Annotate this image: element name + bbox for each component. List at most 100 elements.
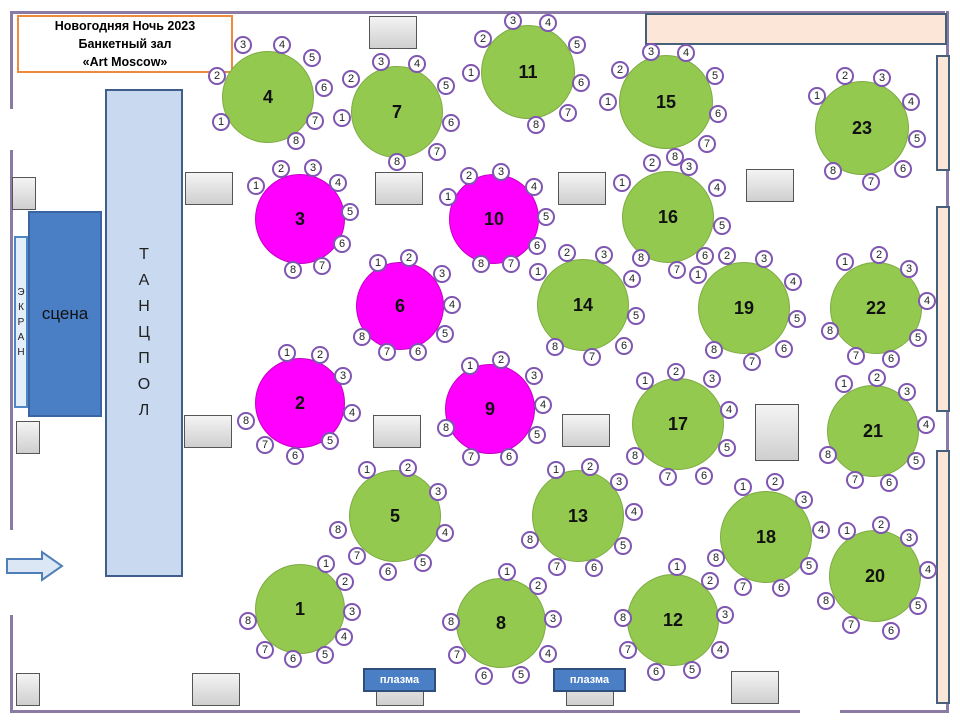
seat-3-8[interactable]: 8 bbox=[284, 261, 302, 279]
seat-14-1[interactable]: 1 bbox=[529, 263, 547, 281]
seat-9-7[interactable]: 7 bbox=[462, 448, 480, 466]
seat-16-5[interactable]: 5 bbox=[713, 217, 731, 235]
seat-18-8[interactable]: 8 bbox=[707, 549, 725, 567]
seat-19-7[interactable]: 7 bbox=[743, 353, 761, 371]
seat-11-2[interactable]: 2 bbox=[474, 30, 492, 48]
seat-17-7[interactable]: 7 bbox=[659, 468, 677, 486]
seat-2-7[interactable]: 7 bbox=[256, 436, 274, 454]
seat-2-2[interactable]: 2 bbox=[311, 346, 329, 364]
seat-16-8[interactable]: 8 bbox=[632, 249, 650, 267]
seat-18-6[interactable]: 6 bbox=[772, 579, 790, 597]
seat-22-6[interactable]: 6 bbox=[882, 350, 900, 368]
seat-17-6[interactable]: 6 bbox=[695, 467, 713, 485]
seat-4-2[interactable]: 2 bbox=[208, 67, 226, 85]
seat-15-3[interactable]: 3 bbox=[642, 43, 660, 61]
seat-14-8[interactable]: 8 bbox=[546, 338, 564, 356]
seat-19-6[interactable]: 6 bbox=[775, 340, 793, 358]
seat-21-4[interactable]: 4 bbox=[917, 416, 935, 434]
seat-12-7[interactable]: 7 bbox=[619, 641, 637, 659]
seat-11-5[interactable]: 5 bbox=[568, 36, 586, 54]
seat-13-4[interactable]: 4 bbox=[625, 503, 643, 521]
seat-4-8[interactable]: 8 bbox=[287, 132, 305, 150]
seat-20-3[interactable]: 3 bbox=[900, 529, 918, 547]
seat-18-7[interactable]: 7 bbox=[734, 578, 752, 596]
seat-13-2[interactable]: 2 bbox=[581, 458, 599, 476]
seat-8-3[interactable]: 3 bbox=[544, 610, 562, 628]
seat-16-3[interactable]: 3 bbox=[680, 158, 698, 176]
seat-21-7[interactable]: 7 bbox=[846, 471, 864, 489]
seat-6-2[interactable]: 2 bbox=[400, 249, 418, 267]
seat-10-7[interactable]: 7 bbox=[502, 255, 520, 273]
seat-9-8[interactable]: 8 bbox=[437, 419, 455, 437]
seat-20-7[interactable]: 7 bbox=[842, 616, 860, 634]
seat-12-6[interactable]: 6 bbox=[647, 663, 665, 681]
seat-12-2[interactable]: 2 bbox=[701, 572, 719, 590]
seat-19-3[interactable]: 3 bbox=[755, 250, 773, 268]
seat-15-7[interactable]: 7 bbox=[698, 135, 716, 153]
seat-1-3[interactable]: 3 bbox=[343, 603, 361, 621]
seat-2-6[interactable]: 6 bbox=[286, 447, 304, 465]
seat-5-4[interactable]: 4 bbox=[436, 524, 454, 542]
seat-6-1[interactable]: 1 bbox=[369, 254, 387, 272]
seat-4-7[interactable]: 7 bbox=[306, 112, 324, 130]
seat-10-8[interactable]: 8 bbox=[472, 255, 490, 273]
seat-23-6[interactable]: 6 bbox=[894, 160, 912, 178]
seat-22-2[interactable]: 2 bbox=[870, 246, 888, 264]
seat-16-1[interactable]: 1 bbox=[613, 174, 631, 192]
seat-17-2[interactable]: 2 bbox=[667, 363, 685, 381]
seat-22-3[interactable]: 3 bbox=[900, 260, 918, 278]
seat-15-2[interactable]: 2 bbox=[611, 61, 629, 79]
seat-22-8[interactable]: 8 bbox=[821, 322, 839, 340]
table-15[interactable]: 15 bbox=[619, 55, 713, 149]
seat-23-3[interactable]: 3 bbox=[873, 69, 891, 87]
table-1[interactable]: 1 bbox=[255, 564, 345, 654]
seat-10-2[interactable]: 2 bbox=[460, 167, 478, 185]
seat-1-7[interactable]: 7 bbox=[256, 641, 274, 659]
seat-8-5[interactable]: 5 bbox=[512, 666, 530, 684]
seat-17-5[interactable]: 5 bbox=[718, 439, 736, 457]
seat-6-7[interactable]: 7 bbox=[378, 343, 396, 361]
seat-13-5[interactable]: 5 bbox=[614, 537, 632, 555]
seat-22-7[interactable]: 7 bbox=[847, 347, 865, 365]
seat-18-4[interactable]: 4 bbox=[812, 521, 830, 539]
seat-19-4[interactable]: 4 bbox=[784, 273, 802, 291]
seat-14-5[interactable]: 5 bbox=[627, 307, 645, 325]
seat-23-4[interactable]: 4 bbox=[902, 93, 920, 111]
seat-11-3[interactable]: 3 bbox=[504, 12, 522, 30]
seat-21-1[interactable]: 1 bbox=[835, 375, 853, 393]
seat-18-2[interactable]: 2 bbox=[766, 473, 784, 491]
seat-9-2[interactable]: 2 bbox=[492, 351, 510, 369]
seat-6-5[interactable]: 5 bbox=[436, 325, 454, 343]
seat-5-2[interactable]: 2 bbox=[399, 459, 417, 477]
seat-8-6[interactable]: 6 bbox=[475, 667, 493, 685]
seat-7-5[interactable]: 5 bbox=[437, 77, 455, 95]
seat-8-1[interactable]: 1 bbox=[498, 563, 516, 581]
seat-9-3[interactable]: 3 bbox=[525, 367, 543, 385]
seat-12-5[interactable]: 5 bbox=[683, 661, 701, 679]
table-17[interactable]: 17 bbox=[632, 378, 724, 470]
table-19[interactable]: 19 bbox=[698, 262, 790, 354]
seat-4-6[interactable]: 6 bbox=[315, 79, 333, 97]
seat-3-3[interactable]: 3 bbox=[304, 159, 322, 177]
table-23[interactable]: 23 bbox=[815, 81, 909, 175]
seat-7-6[interactable]: 6 bbox=[442, 114, 460, 132]
seat-14-2[interactable]: 2 bbox=[558, 244, 576, 262]
seat-15-8[interactable]: 8 bbox=[666, 148, 684, 166]
seat-3-7[interactable]: 7 bbox=[313, 257, 331, 275]
seat-17-4[interactable]: 4 bbox=[720, 401, 738, 419]
table-5[interactable]: 5 bbox=[349, 470, 441, 562]
seat-3-4[interactable]: 4 bbox=[329, 174, 347, 192]
seat-19-1[interactable]: 1 bbox=[689, 266, 707, 284]
seat-3-2[interactable]: 2 bbox=[272, 160, 290, 178]
seat-12-1[interactable]: 1 bbox=[668, 558, 686, 576]
seat-14-3[interactable]: 3 bbox=[595, 246, 613, 264]
seat-3-1[interactable]: 1 bbox=[247, 177, 265, 195]
seat-10-3[interactable]: 3 bbox=[492, 163, 510, 181]
seat-4-3[interactable]: 3 bbox=[234, 36, 252, 54]
seat-17-8[interactable]: 8 bbox=[626, 447, 644, 465]
seat-9-5[interactable]: 5 bbox=[528, 426, 546, 444]
table-13[interactable]: 13 bbox=[532, 470, 624, 562]
seat-2-1[interactable]: 1 bbox=[278, 344, 296, 362]
seat-8-2[interactable]: 2 bbox=[529, 577, 547, 595]
seat-14-4[interactable]: 4 bbox=[623, 270, 641, 288]
